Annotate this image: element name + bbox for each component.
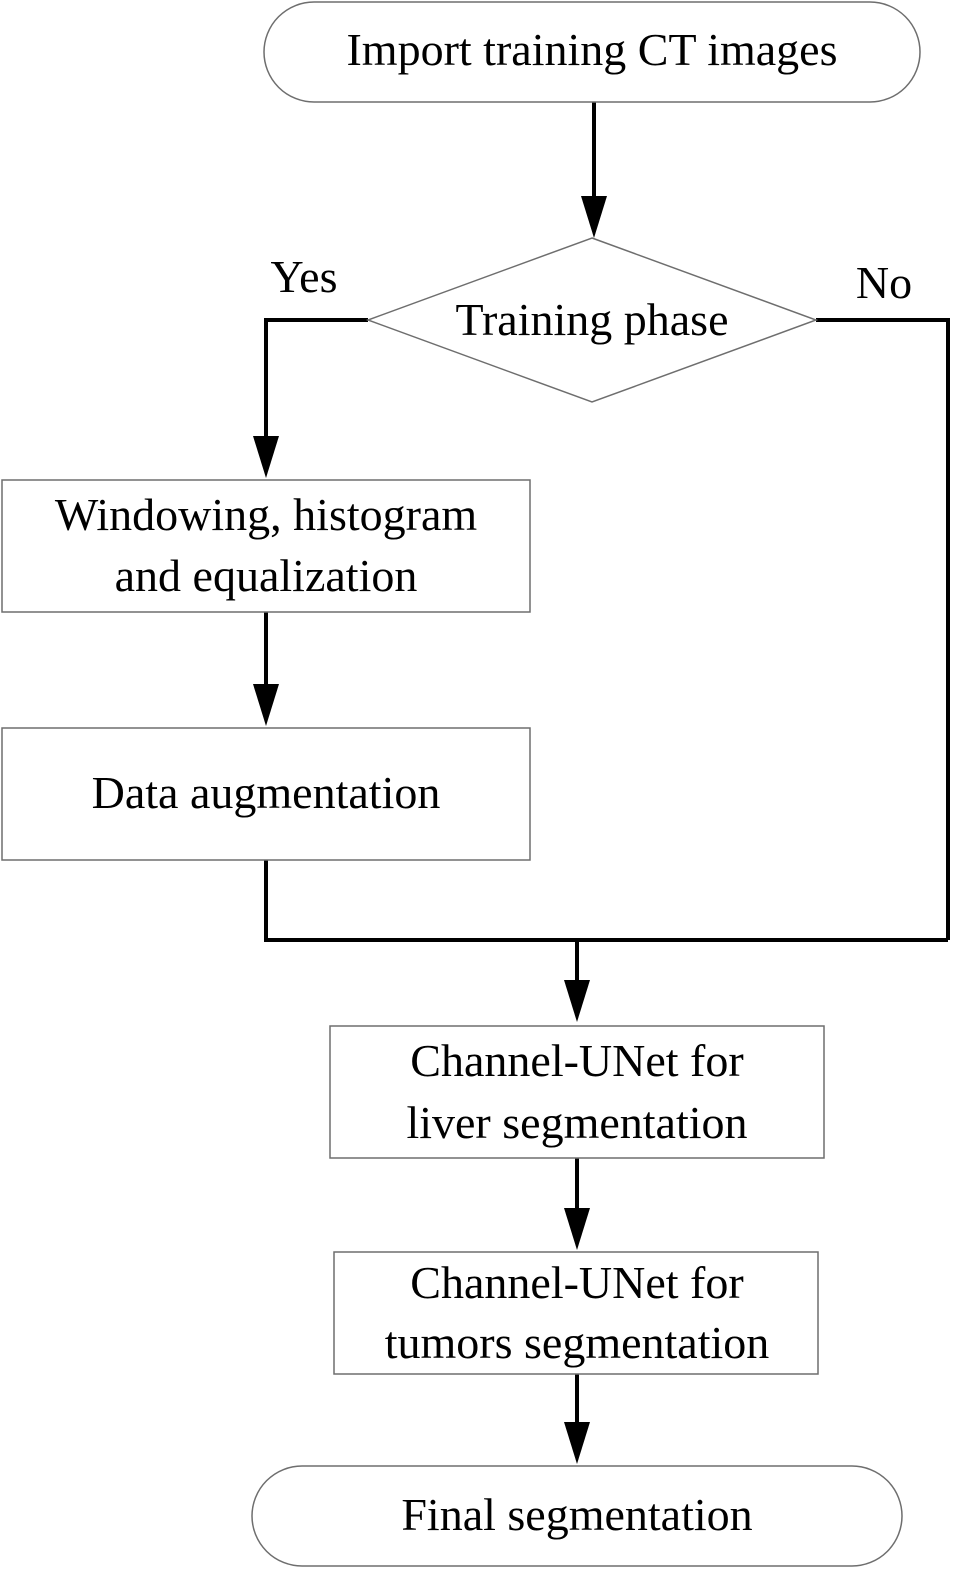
node-decision: Training phase	[365, 237, 819, 403]
arrowhead-liver-to-tumors	[564, 1208, 590, 1250]
node-liver: Channel-UNet for liver segmentation	[329, 1025, 825, 1159]
node-tumors-line2: tumors segmentation	[385, 1317, 770, 1368]
node-windowing-line2: and equalization	[115, 550, 418, 601]
node-decision-shape	[365, 237, 819, 403]
branch-no-label: No	[856, 257, 912, 308]
node-decision-label: Training phase	[455, 294, 728, 345]
arrowhead-windowing-to-augmentation	[253, 684, 279, 726]
node-liver-line2: liver segmentation	[406, 1097, 747, 1148]
edge-decision-no	[816, 318, 950, 940]
node-tumors: Channel-UNet for tumors segmentation	[333, 1251, 819, 1375]
arrowhead-import-to-decision	[581, 196, 607, 238]
node-final-label: Final segmentation	[401, 1489, 752, 1540]
node-windowing-shape	[1, 479, 531, 613]
node-import-shape	[263, 1, 921, 103]
edge-decision-yes	[264, 318, 368, 440]
node-windowing: Windowing, histogram and equalization	[1, 479, 531, 613]
node-augmentation-shape	[1, 727, 531, 861]
arrowhead-decision-yes	[253, 436, 279, 478]
node-final-shape	[251, 1465, 903, 1567]
node-tumors-line1: Channel-UNet for	[410, 1257, 743, 1308]
arrowhead-merge-to-liver	[564, 980, 590, 1022]
node-augmentation: Data augmentation	[1, 727, 531, 861]
node-liver-line1: Channel-UNet for	[410, 1035, 743, 1086]
node-tumors-shape	[333, 1251, 819, 1375]
branch-yes-label: Yes	[271, 251, 338, 302]
node-augmentation-label: Data augmentation	[92, 767, 441, 818]
node-final: Final segmentation	[251, 1465, 903, 1567]
node-import-label: Import training CT images	[346, 24, 837, 75]
node-windowing-line1: Windowing, histogram	[55, 489, 478, 540]
edge-augmentation-to-merge	[264, 858, 948, 942]
arrowhead-tumors-to-final	[564, 1422, 590, 1464]
node-liver-shape	[329, 1025, 825, 1159]
node-import: Import training CT images	[263, 1, 921, 103]
